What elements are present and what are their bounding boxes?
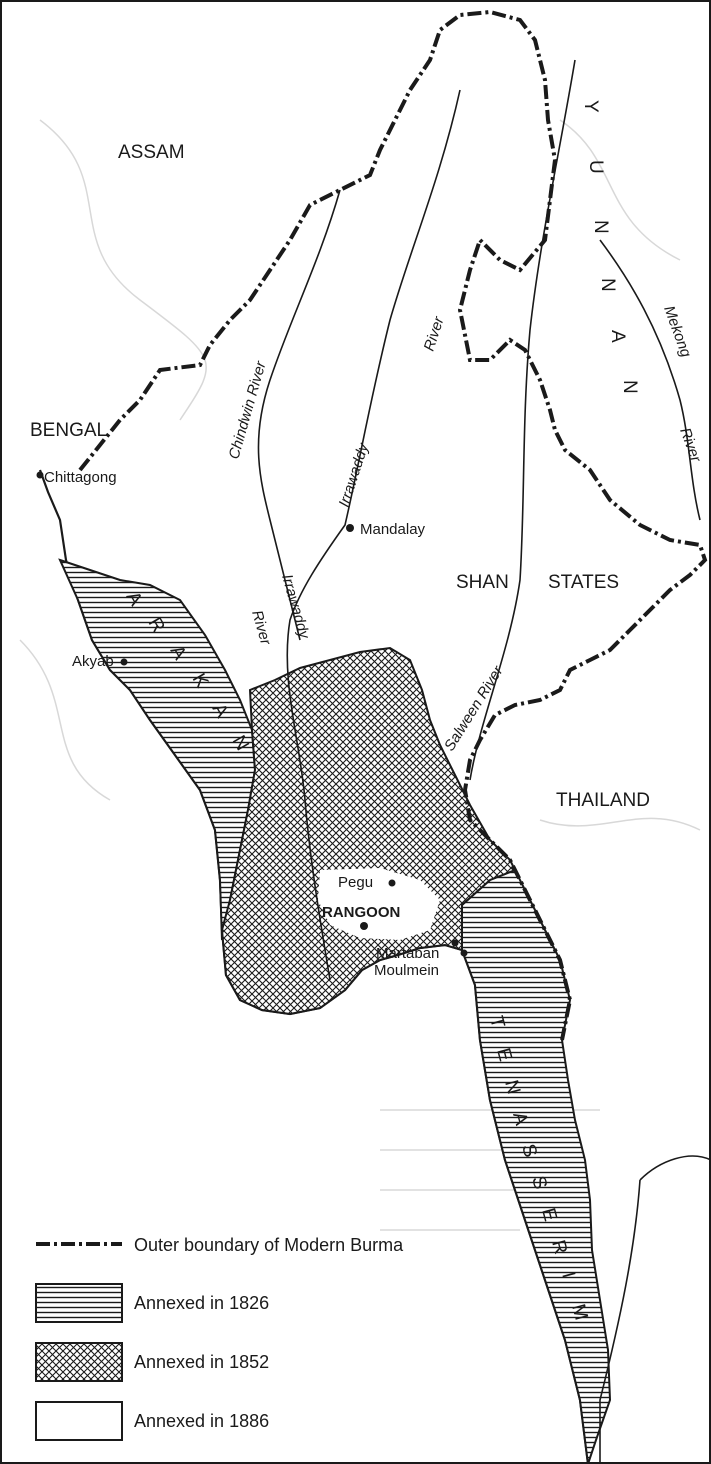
legend-label-boundary: Outer boundary of Modern Burma xyxy=(134,1235,404,1255)
city-dot-akyab xyxy=(120,658,128,666)
legend-swatch-1886 xyxy=(35,1401,123,1441)
legend-item-1886: Annexed in 1886 xyxy=(35,1401,269,1441)
svg-text:M: M xyxy=(567,1302,591,1323)
svg-text:N: N xyxy=(590,220,611,234)
map-legend: Outer boundary of Modern Burma Annexed i… xyxy=(35,1235,404,1441)
svg-text:N: N xyxy=(500,1078,524,1097)
svg-text:A: A xyxy=(607,330,628,343)
label-mekong: Mekong xyxy=(660,304,694,361)
label-yunnan: Y U N N A N xyxy=(580,100,640,394)
svg-text:N: N xyxy=(597,278,618,292)
city-dot-martaban xyxy=(451,939,459,947)
label-shan: SHAN xyxy=(456,572,509,593)
region-lower-burma-1852 xyxy=(220,646,517,1016)
city-dot-pegu xyxy=(388,879,396,887)
river-mekong-line xyxy=(599,239,701,521)
svg-text:E: E xyxy=(492,1046,516,1064)
legend-swatch-1826 xyxy=(35,1283,123,1323)
city-dot-rangoon xyxy=(360,922,368,930)
label-akyab: Akyab xyxy=(72,653,114,670)
label-moulmein: Moulmein xyxy=(374,962,439,979)
label-mekong-river: River xyxy=(676,426,704,466)
city-dot-mandalay xyxy=(346,524,354,532)
legend-swatch-1852 xyxy=(35,1342,123,1382)
legend-item-boundary: Outer boundary of Modern Burma xyxy=(36,1235,404,1255)
label-tenasserim: T E N A S S E R I M xyxy=(485,1014,591,1323)
label-martaban: Martaban xyxy=(376,945,439,962)
legend-label-1886: Annexed in 1886 xyxy=(134,1411,269,1431)
label-chindwin-river: Chindwin River xyxy=(226,358,270,461)
label-assam: ASSAM xyxy=(118,142,185,163)
label-mandalay: Mandalay xyxy=(360,521,426,538)
label-bengal: BENGAL xyxy=(30,420,107,441)
city-labels: Chittagong Mandalay Akyab Pegu RANGOON M… xyxy=(36,469,468,979)
svg-text:I: I xyxy=(557,1270,579,1281)
label-states: STATES xyxy=(548,572,619,593)
svg-text:S: S xyxy=(527,1174,551,1192)
river-chindwin-line xyxy=(257,189,341,641)
label-irrawaddy-lower-river: River xyxy=(248,608,274,647)
svg-text:S: S xyxy=(517,1142,541,1160)
river-network xyxy=(257,59,711,1464)
faint-background-detail xyxy=(19,119,701,1231)
city-dot-chittagong xyxy=(36,471,44,479)
legend-item-1826: Annexed in 1826 xyxy=(35,1283,269,1323)
legend-label-1852: Annexed in 1852 xyxy=(134,1352,269,1372)
label-irrawaddy-upper-river: River xyxy=(421,314,448,353)
svg-text:R: R xyxy=(547,1238,571,1257)
label-chittagong: Chittagong xyxy=(44,469,117,486)
label-rangoon: RANGOON xyxy=(322,904,400,921)
label-salween-river: Salween River xyxy=(441,662,507,754)
legend-item-1852: Annexed in 1852 xyxy=(35,1342,269,1382)
label-thailand: THAILAND xyxy=(556,790,650,811)
label-pegu: Pegu xyxy=(338,874,373,891)
legend-label-1826: Annexed in 1826 xyxy=(134,1293,269,1313)
svg-text:Y: Y xyxy=(580,100,601,113)
svg-text:E: E xyxy=(537,1206,561,1224)
svg-text:U: U xyxy=(585,160,606,174)
label-irrawaddy-upper: Irrawaddy xyxy=(336,440,373,509)
river-irrawaddy-line xyxy=(286,89,461,981)
rangoon-area xyxy=(318,868,440,940)
svg-text:N: N xyxy=(619,380,640,394)
city-dot-moulmein xyxy=(460,949,468,957)
river-salween-line xyxy=(469,59,576,781)
coast-tenasserim-east xyxy=(599,1155,711,1464)
region-tenasserim-1826 xyxy=(461,868,612,1464)
svg-text:A: A xyxy=(508,1110,532,1128)
